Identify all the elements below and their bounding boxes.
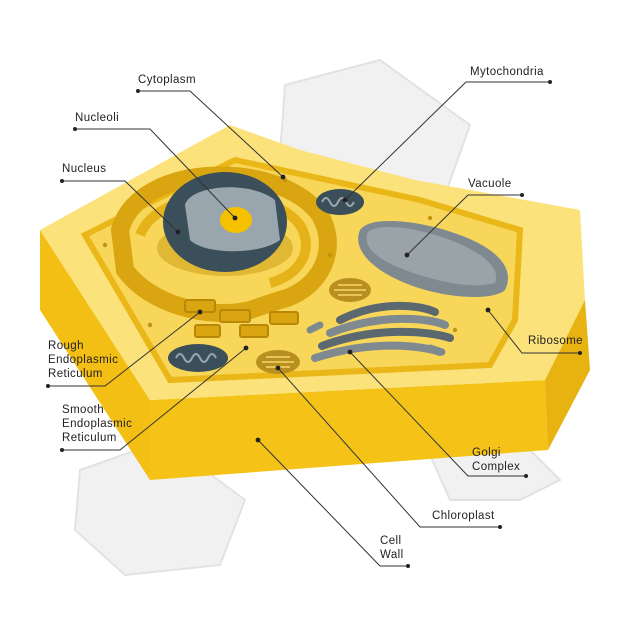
leader-cytoplasm <box>138 90 284 178</box>
leader-golgi <box>349 351 526 477</box>
rough-er-segment <box>194 324 221 338</box>
label-chloroplast: Chloroplast <box>432 510 495 522</box>
label-cell-wall: Cell Wall <box>380 535 404 561</box>
label-ribosome: Ribosome <box>528 335 583 347</box>
chloroplasts <box>256 278 371 374</box>
leader-cell-wall <box>257 439 408 567</box>
leader-smooth-er <box>62 347 247 451</box>
vacuole <box>358 220 508 297</box>
leader-lines <box>48 81 580 567</box>
vacuole-highlight <box>366 227 497 286</box>
cell-wall-right-face <box>545 300 590 450</box>
rough-er-segment <box>239 324 269 338</box>
leader-ribosome <box>487 309 580 354</box>
leader-rough-er <box>48 311 201 387</box>
label-nucleoli: Nucleoli <box>75 112 120 124</box>
label-nucleus: Nucleus <box>62 163 107 175</box>
mitochondrion-icon <box>316 189 364 215</box>
cell-wall-front-face <box>40 230 150 480</box>
label-mitochondria: Mytochondria <box>470 66 544 78</box>
leader-endpoints <box>46 80 582 568</box>
label-smooth-er: Smooth Endoplasmic Reticulum <box>62 404 133 444</box>
golgi-complex <box>306 301 454 362</box>
chloroplast-icon <box>329 278 371 302</box>
leader-chloroplast <box>277 367 500 528</box>
nucleus <box>157 172 293 276</box>
label-cytoplasm: Cytoplasm <box>138 74 196 86</box>
leader-vacuole <box>406 194 522 256</box>
rough-er-segment <box>269 311 299 325</box>
rough-er-segment <box>219 309 251 323</box>
label-rough-er: Rough Endoplasmic Reticulum <box>48 340 119 380</box>
label-golgi: Golgi Complex <box>472 447 521 473</box>
ribosomes <box>102 177 491 443</box>
golgi-icon <box>306 301 454 362</box>
label-vacuole: Vacuole <box>468 178 512 190</box>
rough-er-ring-outer <box>110 166 337 322</box>
mitochondria <box>168 189 364 372</box>
leader-nucleoli <box>75 128 236 219</box>
leader-mitochondria <box>344 81 550 201</box>
leader-nucleus <box>62 180 179 233</box>
rough-er <box>110 166 337 338</box>
mitochondrion-icon <box>168 344 228 372</box>
